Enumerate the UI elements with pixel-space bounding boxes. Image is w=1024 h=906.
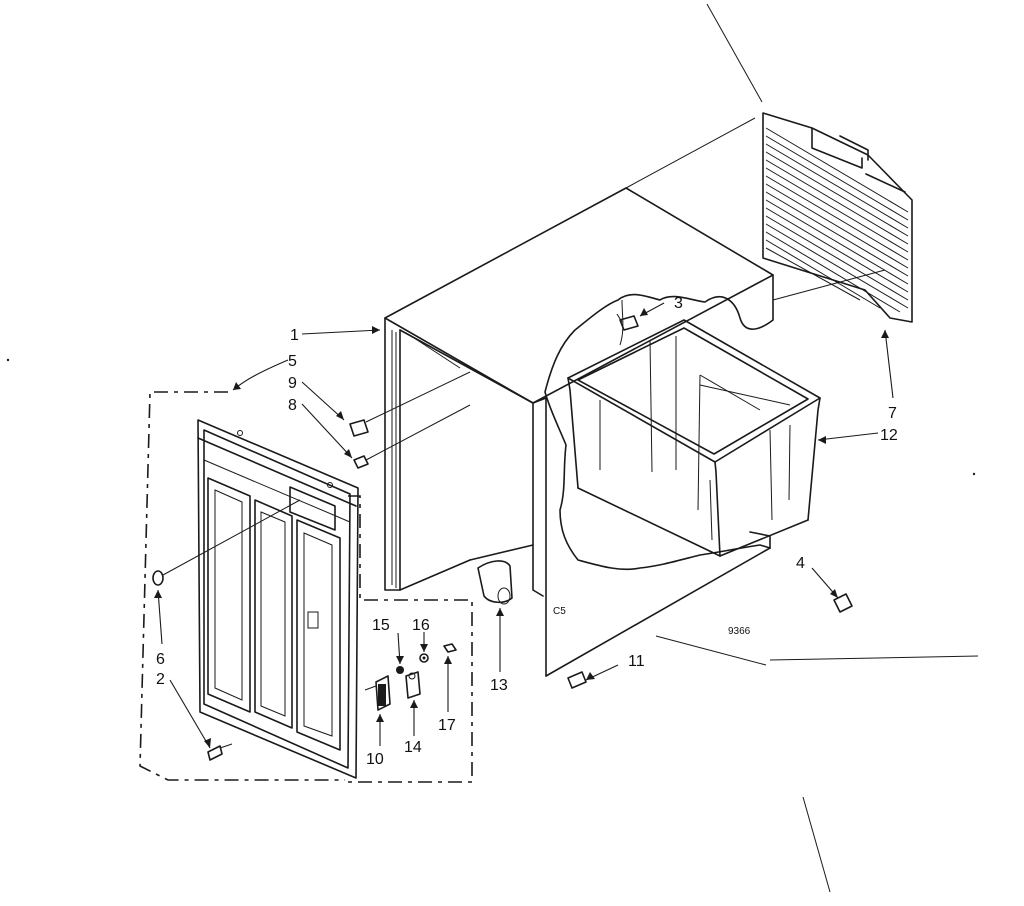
- callout-14: 14: [404, 739, 422, 756]
- drawer-fronts: [207, 477, 341, 751]
- callout-5: 5: [288, 353, 297, 370]
- inner-liner-tub: [567, 319, 821, 557]
- front-panel-assembly: [139, 391, 473, 783]
- callout-15: 15: [372, 617, 390, 634]
- callout-1: 1: [290, 327, 299, 344]
- callout-2: 2: [156, 671, 165, 688]
- grille-slats: [765, 127, 909, 313]
- callout-6: 6: [156, 651, 165, 668]
- leader-lines: [157, 302, 894, 749]
- small-parts: [152, 313, 853, 761]
- callout-10: 10: [366, 751, 384, 768]
- leader-arrowheads: [154, 308, 889, 748]
- callout-9: 9: [288, 375, 297, 392]
- callout-12: 12: [880, 427, 898, 444]
- drawing-number: 9366: [728, 626, 751, 637]
- cabinet-outer-case: [384, 117, 886, 677]
- callout-labels: 1 5 9 8 6 2 3 4 7 12 11 13 10 14 15 16 1…: [156, 295, 898, 768]
- callout-4: 4: [796, 555, 805, 572]
- callout-7: 7: [888, 405, 897, 422]
- rear-grille: [762, 112, 913, 323]
- callout-17: 17: [438, 717, 456, 734]
- callout-13: 13: [490, 677, 508, 694]
- callout-11: 11: [628, 653, 645, 670]
- callout-16: 16: [412, 617, 430, 634]
- case-mark: C5: [553, 606, 566, 617]
- callout-8: 8: [288, 397, 297, 414]
- callout-3: 3: [674, 295, 683, 312]
- stray-lines: [6, 3, 979, 893]
- printed-marks: C5 9366: [553, 606, 751, 637]
